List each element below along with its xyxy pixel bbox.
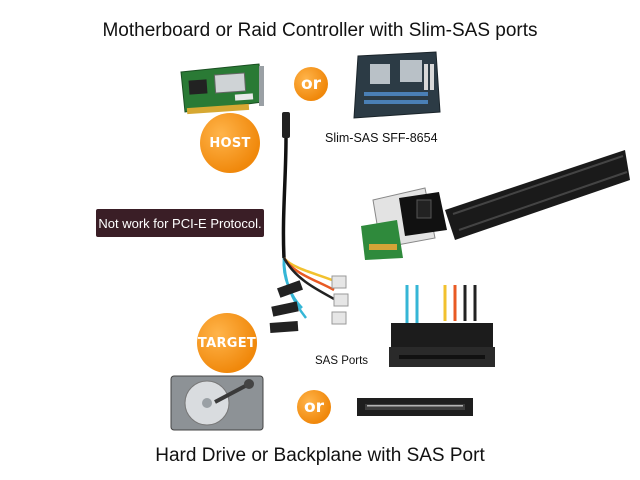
breakout-cable-image <box>269 112 349 333</box>
or-badge-bottom: or <box>297 390 331 424</box>
or-badge-top: or <box>294 67 328 101</box>
sas-connector-image <box>389 285 495 367</box>
target-badge: TARGET <box>197 313 257 373</box>
top-title: Motherboard or Raid Controller with Slim… <box>102 20 538 41</box>
sas-ports-label: SAS Ports <box>315 355 369 367</box>
slim-sas-label: Slim-SAS SFF-8654 <box>325 131 438 145</box>
slim-sas-connector-image <box>361 150 630 260</box>
host-badge: HOST <box>200 113 260 173</box>
backplane-connector-image <box>357 398 473 416</box>
protocol-warning: Not work for PCI-E Protocol. <box>96 209 264 237</box>
hard-drive-image <box>170 375 264 431</box>
bottom-title: Hard Drive or Backplane with SAS Port <box>155 445 485 466</box>
raid-controller-card-image <box>180 63 264 115</box>
motherboard-image <box>353 51 441 119</box>
